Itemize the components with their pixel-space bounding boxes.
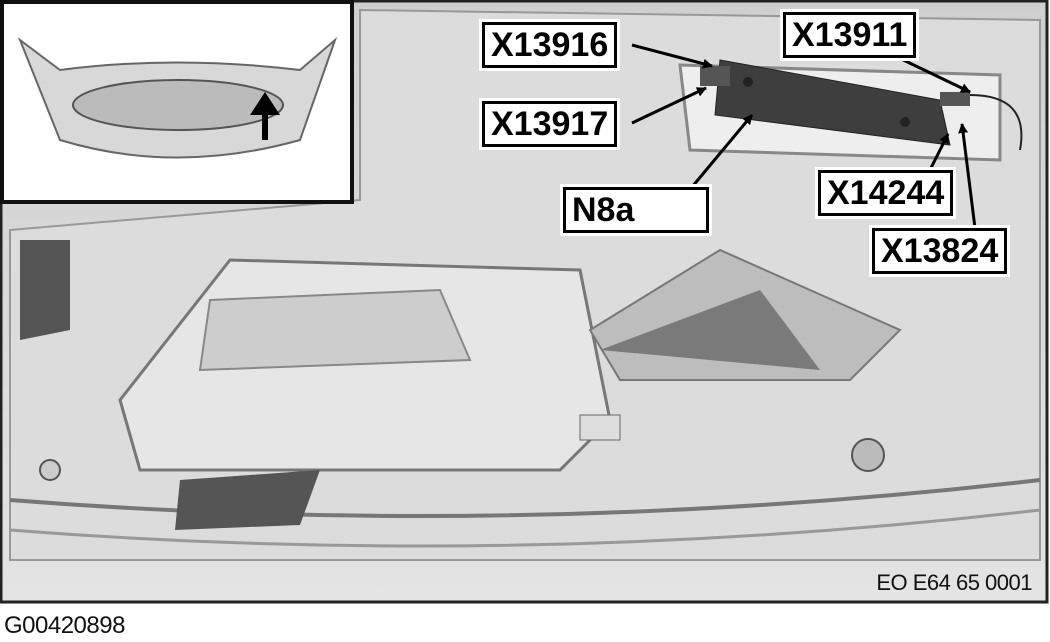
callout-x13824: X13824: [872, 228, 1008, 274]
module-n8a: [714, 59, 951, 146]
callout-x13911: X13911: [783, 12, 917, 58]
callout-x14244: X14244: [818, 170, 954, 216]
callout-x13916: X13916: [482, 22, 618, 68]
callout-n8a: N8a: [563, 187, 709, 233]
leader-lines: [631, 43, 977, 229]
callout-x13917: X13917: [482, 101, 618, 147]
graphic-id: G00420898: [4, 612, 125, 639]
arrow-up-icon: [250, 92, 280, 140]
figure-reference: EO E64 65 0001: [876, 570, 1032, 595]
diagram-illustration: [0, 0, 1049, 604]
latch-bracket: [175, 470, 320, 530]
